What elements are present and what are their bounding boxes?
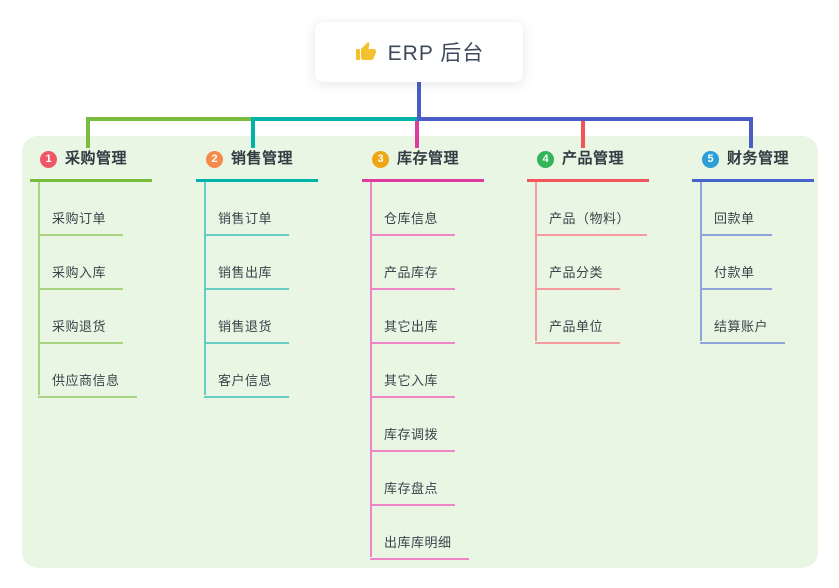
child-node[interactable]: 其它出库 bbox=[370, 290, 456, 344]
connector-drop-product bbox=[581, 121, 585, 148]
child-node[interactable]: 采购入库 bbox=[38, 236, 124, 290]
child-node[interactable]: 付款单 bbox=[700, 236, 772, 290]
connector-child-spine bbox=[700, 182, 702, 341]
child-node[interactable]: 回款单 bbox=[700, 182, 772, 236]
branch-label: 采购管理 bbox=[65, 150, 128, 167]
connector-root-drop bbox=[417, 80, 421, 121]
branch-label: 销售管理 bbox=[231, 150, 294, 167]
child-node[interactable]: 产品分类 bbox=[535, 236, 621, 290]
branch-label: 财务管理 bbox=[727, 150, 790, 167]
branch-number-badge: 5 bbox=[702, 150, 719, 168]
branch-children: 采购订单采购入库采购退货供应商信息 bbox=[38, 182, 152, 398]
connector-drop-purchase bbox=[86, 117, 90, 148]
branches-panel bbox=[22, 136, 818, 568]
connector-bus-purchase bbox=[86, 117, 253, 121]
connector-bus-right bbox=[417, 117, 753, 121]
branch-label: 产品管理 bbox=[562, 150, 625, 167]
connector-child-spine bbox=[38, 182, 40, 395]
root-node[interactable]: ERP 后台 bbox=[315, 22, 523, 82]
branch-children: 销售订单销售出库销售退货客户信息 bbox=[204, 182, 318, 398]
child-node[interactable]: 销售出库 bbox=[204, 236, 290, 290]
branch-title[interactable]: 2 销售管理 bbox=[196, 148, 318, 182]
child-node[interactable]: 仓库信息 bbox=[370, 182, 456, 236]
thumbs-up-icon bbox=[354, 40, 378, 64]
branch-label: 库存管理 bbox=[397, 150, 460, 167]
child-node[interactable]: 采购退货 bbox=[38, 290, 124, 344]
branch-title[interactable]: 4 产品管理 bbox=[527, 148, 649, 182]
connector-drop-sales bbox=[251, 117, 255, 148]
branch: 2 销售管理 销售订单销售出库销售退货客户信息 bbox=[196, 148, 318, 398]
child-node[interactable]: 出库库明细 bbox=[370, 506, 469, 560]
child-node[interactable]: 供应商信息 bbox=[38, 344, 137, 398]
child-node[interactable]: 其它入库 bbox=[370, 344, 456, 398]
branch: 1 采购管理 采购订单采购入库采购退货供应商信息 bbox=[30, 148, 152, 398]
child-node[interactable]: 产品（物料） bbox=[535, 182, 648, 236]
branch: 3 库存管理 仓库信息产品库存其它出库其它入库库存调拨库存盘点出库库明细 bbox=[362, 148, 484, 560]
child-node[interactable]: 销售退货 bbox=[204, 290, 290, 344]
connector-child-spine bbox=[535, 182, 537, 341]
branch-title[interactable]: 3 库存管理 bbox=[362, 148, 484, 182]
branch-children: 产品（物料）产品分类产品单位 bbox=[535, 182, 649, 344]
child-node[interactable]: 客户信息 bbox=[204, 344, 290, 398]
child-node[interactable]: 库存盘点 bbox=[370, 452, 456, 506]
branch-number-badge: 1 bbox=[40, 150, 57, 168]
child-node[interactable]: 产品单位 bbox=[535, 290, 621, 344]
connector-child-spine bbox=[204, 182, 206, 395]
child-node[interactable]: 结算账户 bbox=[700, 290, 786, 344]
branch: 4 产品管理 产品（物料）产品分类产品单位 bbox=[527, 148, 649, 344]
branch-number-badge: 3 bbox=[372, 150, 389, 168]
branch-title[interactable]: 5 财务管理 bbox=[692, 148, 814, 182]
branch: 5 财务管理 回款单付款单结算账户 bbox=[692, 148, 814, 344]
branch-title[interactable]: 1 采购管理 bbox=[30, 148, 152, 182]
branch-number-badge: 4 bbox=[537, 150, 554, 168]
child-node[interactable]: 销售订单 bbox=[204, 182, 290, 236]
root-label: ERP 后台 bbox=[387, 42, 485, 65]
child-node[interactable]: 产品库存 bbox=[370, 236, 456, 290]
connector-drop-finance bbox=[749, 117, 753, 148]
child-node[interactable]: 采购订单 bbox=[38, 182, 124, 236]
connector-child-spine bbox=[370, 182, 372, 557]
branch-children: 回款单付款单结算账户 bbox=[700, 182, 814, 344]
connector-bus-sales bbox=[251, 117, 417, 121]
connector-drop-inventory bbox=[415, 121, 419, 148]
branch-children: 仓库信息产品库存其它出库其它入库库存调拨库存盘点出库库明细 bbox=[370, 182, 484, 560]
child-node[interactable]: 库存调拨 bbox=[370, 398, 456, 452]
branch-number-badge: 2 bbox=[206, 150, 223, 168]
